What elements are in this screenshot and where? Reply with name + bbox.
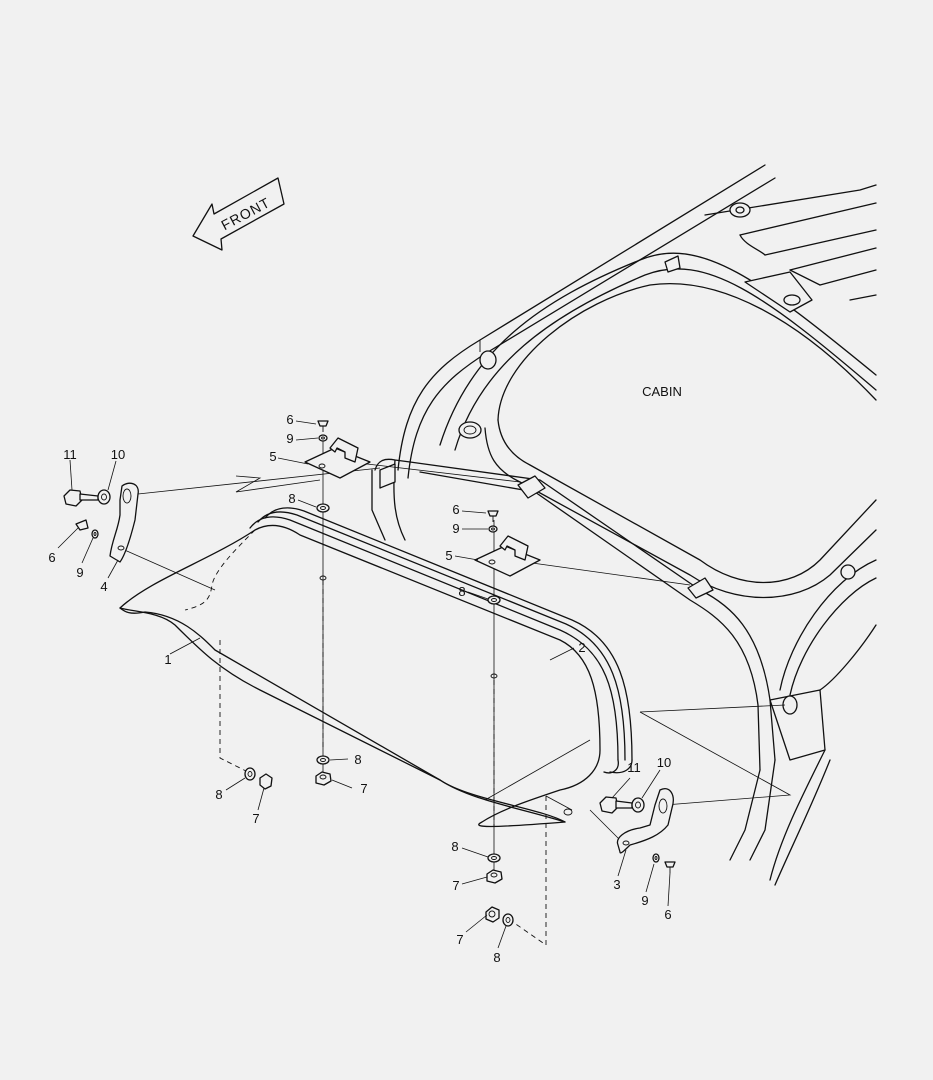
callout-numbers: 1 2 3 4 5 5 6 6 6 6 7 7 7 7 8 8 8 8 8 8 …: [48, 412, 671, 965]
callout-5-lower: 5: [445, 548, 452, 563]
callout-6-left: 6: [48, 550, 55, 565]
callout-9-right: 9: [641, 893, 648, 908]
assembly-lines: [119, 435, 792, 946]
front-label: FRONT: [218, 194, 273, 233]
callout-9-upper: 9: [286, 431, 293, 446]
callout-8-left: 8: [215, 787, 222, 802]
callout-7-left: 7: [252, 811, 259, 826]
callout-6-upper: 6: [286, 412, 293, 427]
callout-9-left: 9: [76, 565, 83, 580]
callout-8-center: 8: [354, 752, 361, 767]
callout-9-lower: 9: [452, 521, 459, 536]
callout-10-left: 10: [111, 447, 125, 462]
callout-7-bottom: 7: [456, 932, 463, 947]
callout-4: 4: [100, 579, 107, 594]
callout-8-mid: 8: [458, 584, 465, 599]
callout-leaders: [57, 420, 671, 949]
callout-11-right: 11: [627, 760, 641, 775]
callout-8-lower: 8: [451, 839, 458, 854]
callout-7-center: 7: [360, 781, 367, 796]
callout-8-upper: 8: [288, 491, 295, 506]
bracket-parts: [109, 437, 674, 854]
callout-5-upper: 5: [269, 449, 276, 464]
callout-1: 1: [164, 652, 171, 667]
callout-7-lower: 7: [452, 878, 459, 893]
front-direction-arrow: FRONT: [192, 177, 285, 251]
callout-2: 2: [578, 640, 585, 655]
cabin-outline: CABIN: [371, 164, 877, 886]
fasteners: [63, 420, 676, 927]
callout-8-bottom: 8: [493, 950, 500, 965]
callout-6-right: 6: [664, 907, 671, 922]
callout-11-left: 11: [63, 447, 77, 462]
callout-3: 3: [613, 877, 620, 892]
rear-cover-panel: [118, 507, 633, 828]
cabin-label: CABIN: [642, 384, 682, 399]
callout-6-lower: 6: [452, 502, 459, 517]
callout-10-right: 10: [657, 755, 671, 770]
